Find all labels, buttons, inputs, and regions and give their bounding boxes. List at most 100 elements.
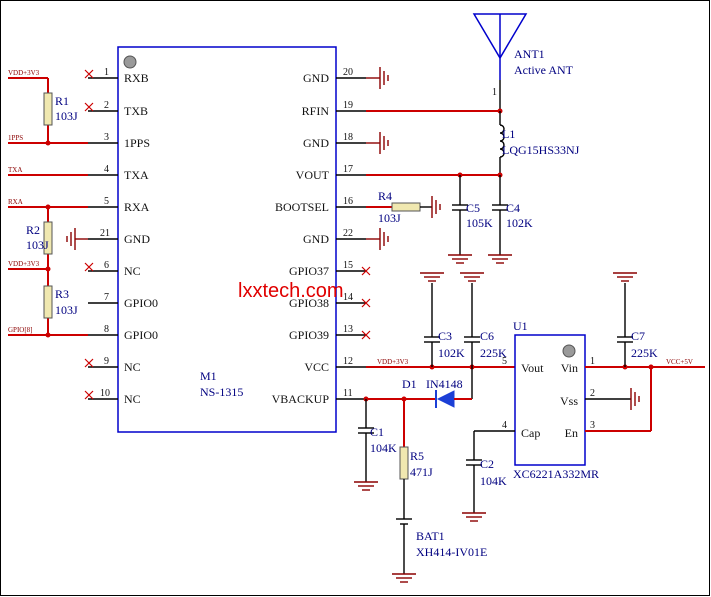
c4-designator: C4 (506, 201, 520, 215)
capacitor-c4 (488, 175, 512, 264)
pin-num-left-10: 10 (100, 388, 110, 399)
u1-part-number: XC6221A332MR (513, 467, 599, 481)
c4-value: 102K (506, 216, 533, 230)
ground-symbol-r4 (431, 196, 441, 218)
junction-dot (45, 332, 51, 338)
pin-name-right-18: GND (303, 136, 329, 150)
pin-name-left-9: NC (124, 360, 141, 374)
m1-right-pins (336, 77, 366, 400)
d1-value: IN4148 (426, 377, 463, 391)
c1-value: 104K (370, 441, 397, 455)
ant1-value: Active ANT (514, 63, 574, 77)
pin-num-left-3: 3 (104, 132, 109, 143)
r1-designator: R1 (55, 94, 69, 108)
ant1-pin-num: 1 (492, 87, 497, 98)
l1-value: LQG15HS33NJ (502, 143, 580, 157)
pin-name-right-16: BOOTSEL (275, 200, 329, 214)
pin-num-right-15: 15 (343, 260, 353, 271)
diode-d1 (435, 390, 472, 408)
pin-num-left-1: 1 (104, 67, 109, 78)
pin-name-right-19: RFIN (302, 104, 330, 118)
pin-name-left-3: 1PPS (124, 136, 150, 150)
pin-num-right-18: 18 (343, 132, 353, 143)
u1-pin-num-2: 2 (590, 388, 595, 399)
net-label-1pps: 1PPS (8, 134, 23, 142)
u1-pin-en: En (565, 426, 578, 440)
pin-num-right-13: 13 (343, 324, 353, 335)
pin-num-right-14: 14 (343, 292, 353, 303)
pin-name-right-20: GND (303, 71, 329, 85)
c5-value: 105K (466, 216, 493, 230)
r3-value: 103J (55, 303, 78, 317)
net-label-vdd-vcc: VDD+3V3 (377, 358, 409, 366)
pin1-indicator (123, 55, 137, 69)
u1-pin-num-4: 4 (502, 420, 507, 431)
junction-dot (45, 266, 51, 272)
c1-designator: C1 (370, 425, 384, 439)
ground-symbol-pin21 (66, 228, 88, 250)
r5-value: 471J (410, 465, 433, 479)
c2-designator: C2 (480, 457, 494, 471)
pin-num-right-12: 12 (343, 356, 353, 367)
pin-num-right-22: 22 (343, 228, 353, 239)
pin-name-right-22: GND (303, 232, 329, 246)
ground-symbol-vss (630, 388, 640, 410)
battery-bat1 (392, 518, 416, 583)
pin-name-right-12: VCC (304, 360, 329, 374)
resistor-r2 (43, 221, 53, 255)
watermark-text: lxxtech.com (238, 280, 344, 302)
junction-dot (45, 204, 51, 210)
u1-pin-vss: Vss (560, 394, 578, 408)
capacitor-c2 (462, 431, 486, 522)
ground-symbol-pin20 (366, 67, 389, 89)
u1-pin1-indicator (562, 344, 576, 358)
d1-designator: D1 (402, 377, 417, 391)
resistor-r4 (391, 202, 421, 212)
pin-name-right-13: GPIO39 (289, 328, 329, 342)
l1-designator: L1 (502, 127, 515, 141)
pin-num-right-19: 19 (343, 100, 353, 111)
c6-designator: C6 (480, 329, 494, 343)
ground-symbol-pin22 (366, 228, 389, 250)
resistor-r1 (43, 92, 53, 126)
pin-num-right-11: 11 (343, 388, 353, 399)
pin-num-right-20: 20 (343, 67, 353, 78)
pin-name-left-8: GPIO0 (124, 328, 158, 342)
pin-num-left-8: 8 (104, 324, 109, 335)
net-label-gpio: GPIO[8] (8, 326, 33, 334)
c3-value: 102K (438, 346, 465, 360)
c7-designator: C7 (631, 329, 645, 343)
pin-num-left-2: 2 (104, 100, 109, 111)
pin-name-left-21: GND (124, 232, 150, 246)
pin-name-left-4: TXA (124, 168, 149, 182)
pin-num-left-4: 4 (104, 164, 109, 175)
pin-name-left-1: RXB (124, 71, 149, 85)
capacitor-c6 (460, 272, 484, 399)
resistor-r3 (43, 285, 53, 319)
m1-part-number: NS-1315 (200, 385, 243, 399)
pin-name-left-5: RXA (124, 200, 150, 214)
u1-pin-vin: Vin (561, 361, 578, 375)
pin-name-left-10: NC (124, 392, 141, 406)
pin-name-left-2: TXB (124, 104, 148, 118)
capacitor-c7 (613, 272, 637, 367)
r1-value: 103J (55, 109, 78, 123)
pin-num-left-6: 6 (104, 260, 109, 271)
net-label-rxa: RXA (8, 198, 23, 206)
pin-name-right-14: GPIO38 (289, 296, 329, 310)
ground-symbol-pin18 (366, 132, 389, 154)
u1-pin-num-5: 5 (502, 356, 507, 367)
u1-pin-num-3: 3 (590, 420, 595, 431)
junction-dot (45, 140, 51, 146)
pin-name-left-7: GPIO0 (124, 296, 158, 310)
pin-num-left-9: 9 (104, 356, 109, 367)
net-label-vcc-in: VCC+5V (666, 358, 693, 366)
r2-value: 103J (26, 238, 49, 252)
c7-value: 225K (631, 346, 658, 360)
pin-num-right-17: 17 (343, 164, 353, 175)
r3-designator: R3 (55, 287, 69, 301)
resistor-r5 (399, 446, 409, 480)
pin-name-right-11: VBACKUP (272, 392, 330, 406)
